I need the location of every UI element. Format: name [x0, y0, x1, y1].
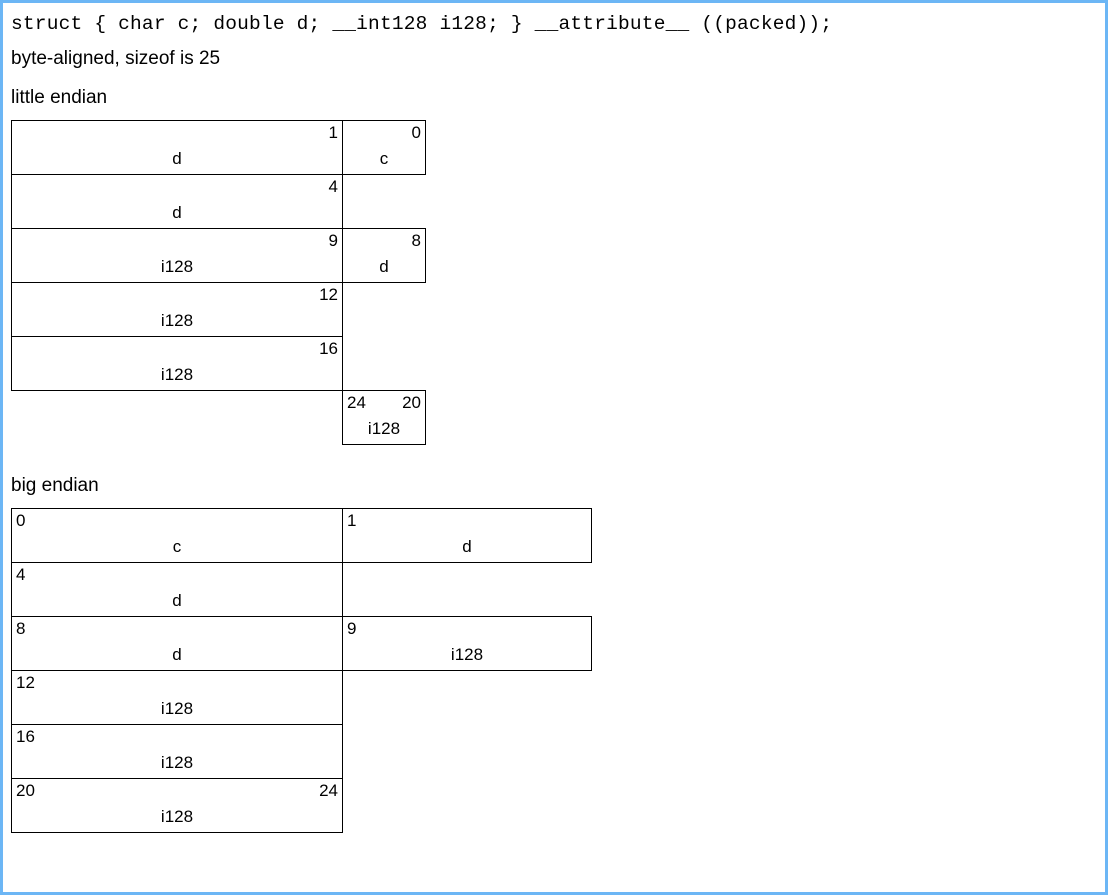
field-name-label: d [172, 591, 182, 610]
cell-inner: 9 i128 [343, 617, 591, 670]
field-name-label: d [462, 537, 472, 556]
alignment-note: byte-aligned, sizeof is 25 [11, 48, 221, 69]
byte-offset-left: 12 [16, 673, 35, 692]
field-name-label: i128 [160, 753, 194, 772]
big-endian-byte-cell: 12 i128 [11, 670, 343, 725]
byte-offset-right: 8 [411, 231, 421, 250]
cell-inner: 12 i128 [12, 671, 342, 724]
cell-inner: 16 i128 [12, 337, 342, 390]
byte-offset-left: 20 [16, 781, 35, 800]
field-name-label: i128 [160, 699, 194, 718]
cell-inner: 9 i128 [12, 229, 342, 282]
byte-offset-left: 9 [347, 619, 357, 638]
byte-offset-left: 4 [16, 565, 26, 584]
field-name-label: d [172, 149, 182, 168]
field-name-label: i128 [160, 311, 194, 330]
section-spacer [11, 445, 1105, 467]
big-endian-row: 16 i128 [11, 724, 592, 779]
byte-offset-right: 0 [411, 123, 421, 142]
field-name-label: i128 [160, 365, 194, 384]
field-name-label: i128 [160, 257, 194, 276]
field-name-label: i128 [450, 645, 484, 664]
byte-offset-right: 16 [319, 339, 338, 358]
cell-inner: 16 i128 [12, 725, 342, 778]
little-endian-label: little endian [11, 87, 108, 108]
byte-offset-right: 1 [328, 123, 338, 142]
little-endian-row: 12 i128 [11, 282, 426, 337]
byte-offset-right: 9 [328, 231, 338, 250]
field-name-label: c [379, 149, 389, 168]
little-endian-byte-cell: 9 i128 [11, 228, 343, 283]
field-name-label: d [172, 203, 182, 222]
cell-inner: 20 24 i128 [12, 779, 342, 832]
little-endian-byte-cell: 12 i128 [11, 282, 343, 337]
byte-offset-right: 20 [402, 393, 421, 412]
field-name-label: i128 [367, 419, 401, 438]
byte-offset-left: 8 [16, 619, 26, 638]
big-endian-byte-cell: 9 i128 [342, 616, 592, 671]
little-endian-row-spacer [12, 391, 343, 445]
field-name-label: d [379, 257, 389, 276]
byte-offset-left: 16 [16, 727, 35, 746]
big-endian-byte-cell: 20 24 i128 [11, 778, 343, 833]
byte-offset-left: 1 [347, 511, 357, 530]
big-endian-row: 12 i128 [11, 670, 592, 725]
byte-offset-right: 24 [319, 781, 338, 800]
struct-declaration: struct { char c; double d; __int128 i128… [11, 13, 833, 35]
byte-offset-right: 12 [319, 285, 338, 304]
little-endian-byte-cell: 16 i128 [11, 336, 343, 391]
byte-offset-left: 0 [16, 511, 26, 530]
cell-inner: 12 i128 [12, 283, 342, 336]
byte-offset-left: 24 [347, 393, 366, 412]
byte-offset-right: 4 [328, 177, 338, 196]
little-endian-row: 16 i128 [11, 336, 426, 391]
field-name-label: d [172, 645, 182, 664]
big-endian-label: big endian [11, 475, 99, 496]
big-endian-row: 20 24 i128 [11, 778, 592, 833]
field-name-label: i128 [160, 807, 194, 826]
field-name-label: c [172, 537, 182, 556]
big-endian-byte-cell: 16 i128 [11, 724, 343, 779]
